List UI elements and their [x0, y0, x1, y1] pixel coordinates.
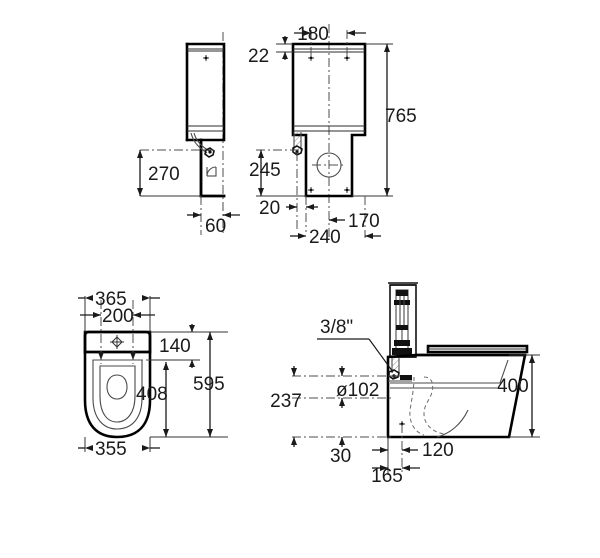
dimension-thread-label: 3/8" — [320, 317, 353, 338]
plan-trap-outlet — [106, 374, 128, 400]
view-cistern-side-elevation: 270 60 — [137, 32, 240, 237]
bowl-inner-curve — [436, 409, 469, 438]
plan-bowl-inner-ring — [99, 365, 136, 423]
inlet-connector-nut — [204, 147, 215, 158]
dimension-diameter-102-label: ø102 — [336, 380, 379, 401]
plan-pan-outline — [83, 330, 152, 439]
plan-cistern-footprint — [83, 330, 152, 354]
dimension-245-label: 245 — [249, 160, 281, 181]
supply-hatch — [392, 357, 399, 373]
view-plan: 365 200 140 408 — [78, 289, 228, 460]
plan-bolt-marker-left — [98, 352, 104, 360]
toilet-lid — [426, 344, 529, 354]
dimension-245: 245 — [249, 149, 306, 197]
dimension-765: 765 — [352, 43, 417, 197]
dimension-140: 140 — [150, 324, 228, 368]
dimension-thread-callout: 3/8" — [317, 317, 394, 373]
dimension-237-label: 237 — [270, 391, 302, 412]
outlet-box — [207, 167, 217, 177]
dimension-240: 240 — [290, 227, 381, 248]
dimension-595: 595 — [150, 332, 228, 438]
flush-valve-seat — [392, 348, 412, 355]
dimension-365-label: 365 — [95, 289, 127, 310]
plan-center-fixing-mark — [110, 335, 124, 349]
pan-side-outline — [386, 353, 527, 439]
dimension-765-label: 765 — [385, 106, 417, 127]
dimension-120: 120 — [372, 424, 454, 475]
front-inlet-connector-nut — [292, 145, 303, 156]
dimension-20-label: 20 — [259, 198, 280, 219]
dimension-22: 22 — [248, 36, 293, 67]
view-front-elevation: 180 22 765 245 — [248, 24, 417, 248]
dimension-200-label: 200 — [102, 306, 134, 327]
dimension-22-label: 22 — [248, 46, 269, 67]
fixing-mark-side-left — [203, 55, 209, 61]
trap-hidden-outline-2 — [409, 376, 425, 436]
trap-hidden-outline — [423, 376, 445, 435]
plan-bowl-outer-ring — [92, 359, 143, 430]
view-side-elevation-mechanism: 3/8" 237 ø102 30 — [270, 282, 540, 487]
dimension-170: 170 — [329, 196, 380, 238]
dimension-30-label: 30 — [330, 446, 351, 467]
dimension-365: 365 — [78, 289, 160, 332]
dimension-595-label: 595 — [193, 374, 225, 395]
pan-rim-line — [390, 359, 509, 384]
fill-valve-collar-mid — [396, 325, 408, 330]
dimension-400: 400 — [497, 354, 540, 438]
dimension-240-label: 240 — [309, 227, 341, 248]
waste-outlet-block — [400, 375, 412, 380]
dimension-270: 270 — [137, 150, 201, 197]
dimension-165: 165 — [371, 465, 420, 487]
dimension-237: 237 — [270, 366, 302, 447]
dimension-120-label: 120 — [422, 440, 454, 461]
dimension-408-label: 408 — [136, 384, 168, 405]
dimension-180: 180 — [294, 24, 366, 60]
dimension-diameter-102: ø102 — [336, 366, 379, 408]
dimension-355: 355 — [78, 437, 160, 460]
fill-valve-collar-upper — [394, 300, 410, 305]
plan-bolt-marker-right — [130, 352, 136, 360]
fill-valve-cap — [396, 290, 408, 296]
fixing-mark-base-left — [308, 187, 314, 193]
dimension-180-label: 180 — [297, 24, 329, 45]
dimension-60-label: 60 — [205, 216, 226, 237]
fixing-mark-base-right — [344, 187, 350, 193]
dimension-355-label: 355 — [95, 439, 127, 460]
inlet-connector-hole — [208, 150, 212, 154]
dimension-200: 200 — [80, 306, 155, 327]
dimension-270-label: 270 — [148, 164, 180, 185]
dimension-60: 60 — [187, 196, 240, 237]
dimension-30: 30 — [330, 437, 351, 467]
dimension-400-label: 400 — [497, 376, 529, 397]
front-inlet-hatch — [294, 132, 301, 150]
dimension-140-label: 140 — [159, 336, 191, 357]
dimension-170-label: 170 — [348, 211, 380, 232]
dimension-165-label: 165 — [371, 466, 403, 487]
fill-valve-collar-lower — [394, 340, 410, 346]
dimension-20: 20 — [259, 152, 318, 232]
